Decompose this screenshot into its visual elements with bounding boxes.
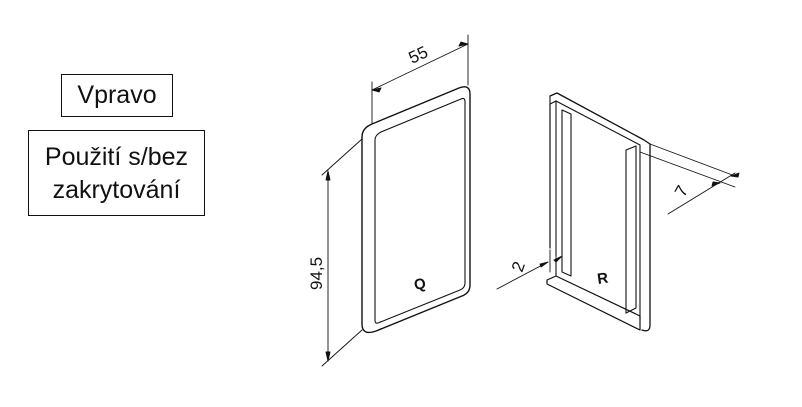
front-part-mark: Q [413, 275, 428, 294]
thickness-dimension [496, 249, 563, 290]
usage-label-line1: Použití s/bez [44, 143, 189, 171]
front-plate [361, 86, 471, 334]
usage-label-box: Použití s/bez zakrytování [28, 130, 205, 216]
height-dimension-label: 94,5 [307, 257, 326, 290]
side-label: Vpravo [77, 81, 157, 109]
height-dimension [321, 138, 363, 367]
depth-dimension-label: 7 [671, 182, 692, 200]
thickness-dimension-label: 2 [508, 259, 529, 274]
width-dimension [371, 34, 469, 125]
side-label-box: Vpravo [61, 74, 173, 117]
back-part-mark: R [596, 270, 609, 288]
depth-dimension [639, 143, 740, 215]
usage-label-line2: zakrytování [52, 176, 181, 204]
back-plate [546, 92, 651, 332]
